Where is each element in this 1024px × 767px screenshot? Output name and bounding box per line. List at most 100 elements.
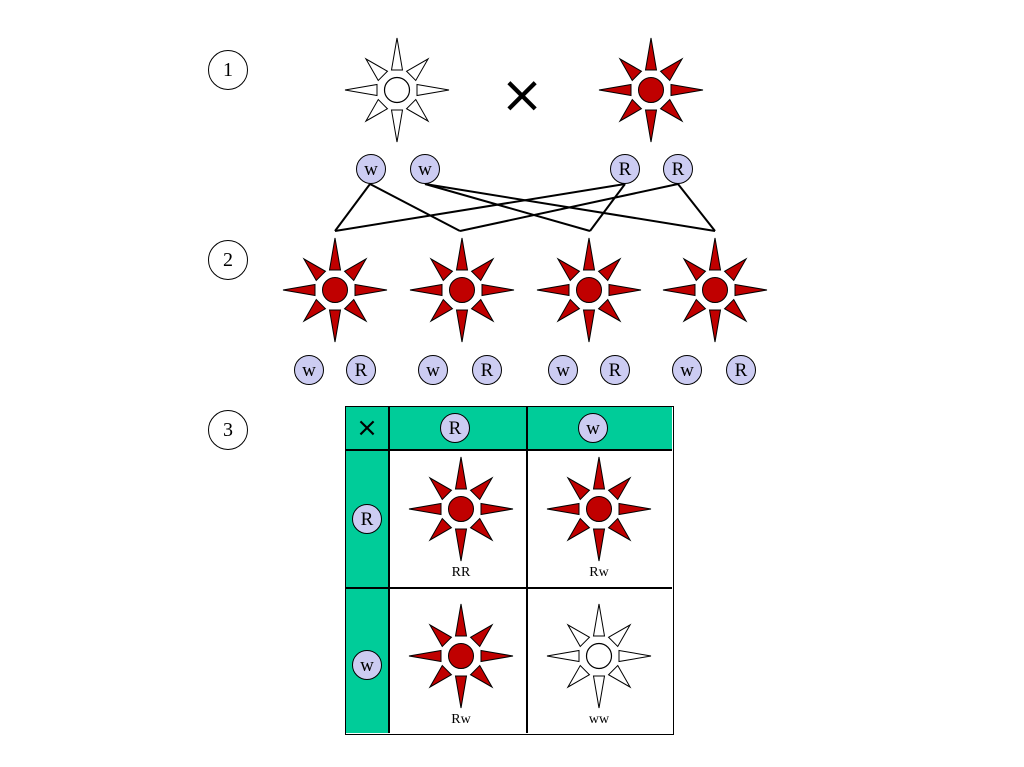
flower-petal [481,504,513,515]
punnett-header-band [346,407,672,449]
flower-petal [410,285,442,296]
flower-petal [679,254,705,280]
allele-badge: R [726,355,756,385]
flower-petal [661,100,687,126]
red-flower-icon [409,237,515,343]
flower-center [587,644,612,669]
flower-petal [407,100,433,126]
red-flower-icon [408,456,514,562]
flower-petal [392,38,403,70]
flower-petal [609,666,635,692]
flower-petal [330,238,341,270]
allele-badge: w [548,355,578,385]
flower-petal [599,300,625,326]
flower-petal [407,54,433,80]
flower-petal [671,85,703,96]
allele-badge: R [610,154,640,184]
flower-petal [361,100,387,126]
flower-petal [425,666,451,692]
allele-badge: w [672,355,702,385]
flower-petal [355,285,387,296]
flower-petal [584,238,595,270]
flower-petal [563,620,589,646]
allele-badge: R [472,355,502,385]
flower-petal [299,300,325,326]
grid-line [346,587,672,589]
flower-petal [425,620,451,646]
red-flower-icon [546,456,652,562]
grid-line [526,407,528,733]
flower-petal [725,254,751,280]
allele-badge: w [418,355,448,385]
flower-petal [563,519,589,545]
cross-line [460,184,678,231]
flower-petal [584,310,595,342]
flower-petal [537,285,569,296]
red-flower-icon [662,237,768,343]
flower-petal [471,473,497,499]
flower-petal [456,604,467,636]
flower-petal [456,676,467,708]
flower-petal [471,620,497,646]
allele-badge: w [356,154,386,184]
cross-line [335,184,625,231]
flower-petal [425,473,451,499]
flower-petal [615,54,641,80]
flower-petal [456,457,467,489]
red-flower-icon [282,237,388,343]
flower-center [449,644,474,669]
allele-badge: R [663,154,693,184]
flower-center [450,278,475,303]
flower-petal [679,300,705,326]
flower-petal [735,285,767,296]
flower-petal [345,300,371,326]
punnett-square: × R w R w RR Rw Rw ww [345,406,674,735]
white-flower-icon [546,603,652,709]
allele-badge: w [294,355,324,385]
red-flower-icon [536,237,642,343]
flower-petal [615,100,641,126]
flower-petal [330,310,341,342]
flower-petal [594,604,605,636]
allele-badge: R [600,355,630,385]
flower-petal [609,473,635,499]
flower-petal [417,85,449,96]
flower-center [587,497,612,522]
flower-petal [472,254,498,280]
flower-petal [547,651,579,662]
punnett-side-band [346,407,388,733]
flower-center [323,278,348,303]
flower-petal [345,85,377,96]
flower-center [385,78,410,103]
flower-petal [392,110,403,142]
cross-line [590,184,625,231]
flower-petal [481,651,513,662]
allele-badge: R [346,355,376,385]
flower-petal [609,285,641,296]
flower-petal [456,529,467,561]
flower-petal [710,238,721,270]
flower-petal [663,285,695,296]
flower-petal [283,285,315,296]
flower-petal [609,519,635,545]
cross-line [678,184,715,231]
flower-center [703,278,728,303]
allele-badge: w [410,154,440,184]
flower-petal [425,519,451,545]
flower-petal [594,457,605,489]
cross-symbol: × [497,70,547,120]
genotype-label: Rw [411,712,511,728]
flower-petal [471,666,497,692]
flower-petal [471,519,497,545]
flower-petal [553,300,579,326]
genotype-label: ww [549,712,649,728]
flower-petal [646,110,657,142]
flower-petal [547,504,579,515]
flower-petal [619,651,651,662]
flower-petal [599,254,625,280]
flower-petal [619,504,651,515]
flower-petal [345,254,371,280]
allele-badge: w [578,413,608,443]
flower-petal [409,504,441,515]
